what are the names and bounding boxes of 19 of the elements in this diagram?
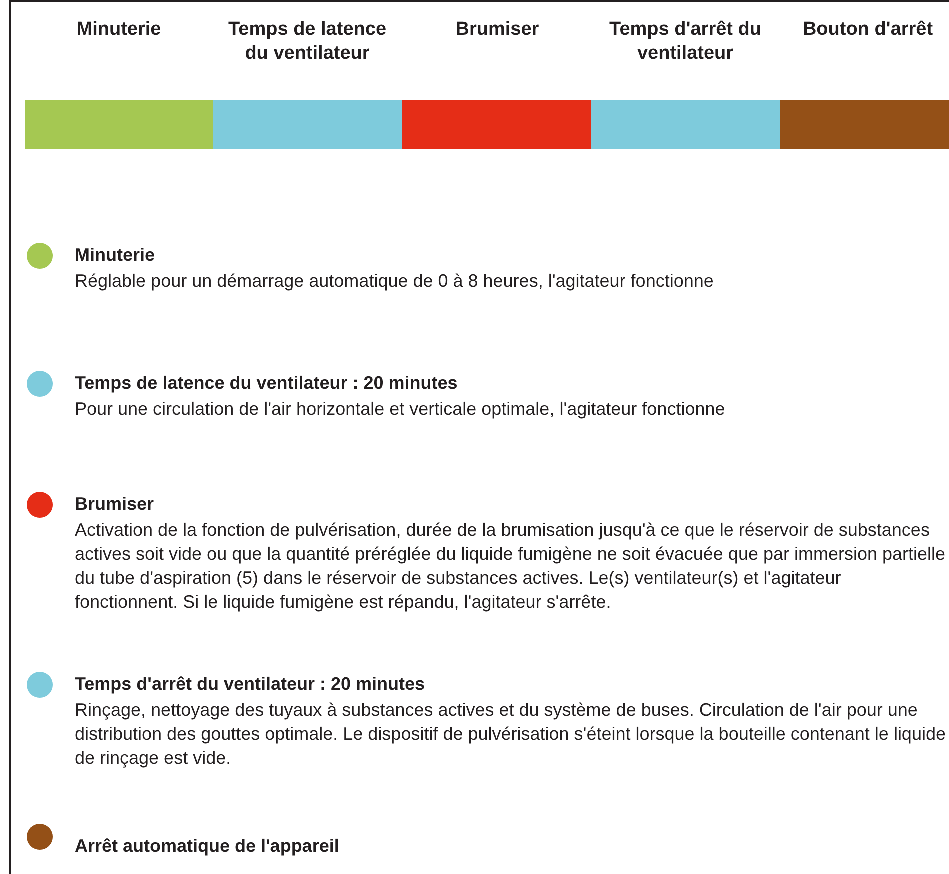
legend-heading: Brumiser <box>75 493 154 516</box>
description-text: Rinçage, nettoyage des tuyaux à substances actives et du système de buses. Circulation de l'air pour une distribution des gouttes optimale. Le dispositif de pulvérisation s'éteint lorsque la bouteille contenant le liquide de rinçage est vide. <box>75 699 947 770</box>
legend-heading: Minuterie <box>75 244 156 267</box>
phase-heading: Bouton d'arrêt <box>802 18 934 42</box>
description-text: Réglable pour un démarrage automatique de 0 à 8 heures, l'agitateur fonctionne <box>75 270 715 293</box>
legend-heading: Arrêt automatique de l'appareil <box>75 835 340 858</box>
phase-heading: Minuterie <box>76 18 162 42</box>
legend-heading: Temps d'arrêt du ventilateur : 20 minutes <box>75 673 426 696</box>
timeline-segment <box>780 100 949 149</box>
phase-heading: Temps de latence du ventilateur <box>227 18 388 66</box>
phase-heading: Temps d'arrêt du ventilateur <box>608 18 762 66</box>
legend-heading: Temps de latence du ventilateur : 20 minutes <box>75 372 458 395</box>
timeline-segment <box>25 100 213 149</box>
phase-heading: Brumiser <box>454 18 540 42</box>
timeline-segment <box>213 100 402 149</box>
description-text: Pour une circulation de l'air horizontale et verticale optimale, l'agitateur fonctionne <box>75 398 726 421</box>
timeline-segment <box>402 100 591 149</box>
description-text: Activation de la fonction de pulvérisation, durée de la brumisation jusqu'à ce que le réservoir de substances actives soit vide ou que la quantité préréglée du liquide fumigène ne soit évacuée que par immersion partielle du tube d'aspiration (5) dans le réservoir de substances actives. Le(s) ventilateur(s) et l'agitateur fonctionnent. Si le liquide fumigène est répandu, l'agitateur s'arrête. <box>75 519 947 614</box>
timeline-segment <box>591 100 780 149</box>
